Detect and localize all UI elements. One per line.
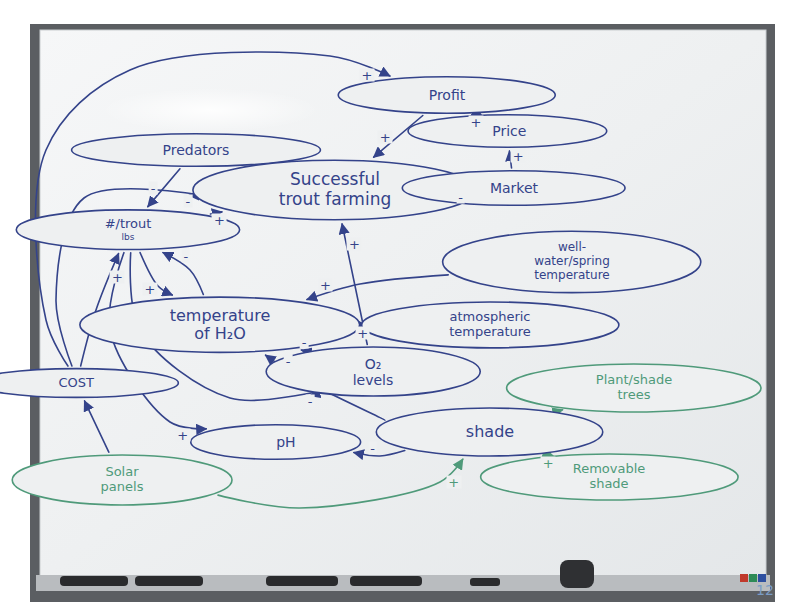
- polarity-sign: +: [359, 68, 374, 81]
- polarity-sign: +: [378, 130, 393, 143]
- node-text: Price: [492, 123, 521, 139]
- marker: [350, 576, 422, 586]
- node-text: shade: [461, 423, 519, 441]
- factor-bubble: #/troutlbs: [14, 209, 242, 250]
- marker: [470, 578, 500, 586]
- polarity-sign: +: [347, 237, 362, 250]
- bubble-ellipse: [443, 231, 701, 292]
- node-text: Removable shade: [564, 462, 653, 492]
- bubble-ellipse: [266, 347, 480, 396]
- node-text: well-water/spring temperature: [527, 241, 617, 282]
- polarity-sign: -: [368, 441, 377, 454]
- marker-cap: [749, 574, 757, 582]
- marker: [266, 576, 338, 586]
- factor-bubble: well-water/spring temperature: [440, 230, 703, 294]
- node-text: Predators: [156, 142, 237, 158]
- polarity-sign: -: [149, 182, 158, 195]
- bubble-ellipse: [72, 134, 321, 167]
- bubble-ellipse: [80, 297, 360, 352]
- effect-bubble: Price: [406, 114, 609, 148]
- node-text: atmospheric temperature: [445, 310, 534, 340]
- polarity-sign: +: [110, 270, 125, 283]
- polarity-sign: -: [184, 195, 193, 208]
- bubble-ellipse: [377, 408, 603, 456]
- factor-bubble: O₂ levels: [264, 346, 482, 397]
- polarity-sign: +: [469, 115, 484, 128]
- bubble-ellipse: [507, 364, 761, 412]
- polarity-sign: +: [446, 476, 461, 489]
- factor-bubble: COST: [0, 368, 180, 398]
- node-text: O₂ levels: [350, 356, 395, 388]
- factor-bubble: atmospheric temperature: [359, 301, 622, 349]
- node-text: Profit: [423, 87, 471, 103]
- node-text: Plant/shade trees: [591, 373, 677, 403]
- causal-arrow: [148, 169, 180, 207]
- causal-arrow: [301, 349, 303, 351]
- solution-bubble: Plant/shade trees: [504, 363, 764, 413]
- polarity-sign: +: [175, 429, 190, 442]
- causal-arrow: [354, 451, 405, 456]
- bubble-ellipse: [12, 455, 232, 505]
- marker: [135, 576, 203, 586]
- factor-bubble: shade: [374, 407, 605, 457]
- polarity-sign: +: [212, 214, 227, 227]
- glare: [100, 88, 320, 132]
- causal-arrow: [218, 459, 463, 508]
- bubble-ellipse: [408, 115, 607, 148]
- causal-arrow: [307, 275, 448, 300]
- marker-tray: [36, 575, 770, 591]
- marker-cap: [758, 574, 766, 582]
- marker-cap: [740, 574, 748, 582]
- factor-bubble: pH: [189, 424, 362, 460]
- polarity-sign: -: [456, 190, 465, 203]
- node-text: COST: [58, 376, 93, 391]
- polarity-sign: -: [284, 355, 293, 368]
- bubble-outline: [189, 424, 362, 460]
- polarity-sign: +: [355, 326, 370, 339]
- effect-bubble: Profit: [336, 76, 557, 114]
- node-text: Successful trout farming: [277, 170, 393, 209]
- polarity-sign: -: [300, 336, 309, 349]
- polarity-sign: +: [541, 456, 556, 469]
- polarity-sign: +: [318, 278, 333, 291]
- bubble-ellipse: [338, 77, 555, 113]
- node-text: Solar panels: [97, 465, 148, 495]
- node-text: #/trout: [101, 217, 156, 232]
- bubble-ellipse: [191, 425, 361, 460]
- causal-arrow: [85, 401, 109, 452]
- solution-bubble: Removable shade: [478, 453, 741, 501]
- marker: [60, 576, 128, 586]
- wall: [30, 24, 775, 602]
- node-subtext: lbs: [101, 232, 156, 242]
- polarity-sign: -: [181, 250, 190, 263]
- slide-number: 12: [756, 582, 774, 598]
- polarity-sign: -: [306, 395, 315, 408]
- polarity-sign: +: [511, 149, 526, 162]
- causal-arrow: [140, 253, 172, 295]
- node-text: temperature of H₂O: [164, 307, 276, 344]
- bubble-ellipse: [16, 210, 239, 250]
- bubble-ellipse: [403, 171, 626, 206]
- polarity-sign: +: [143, 282, 158, 295]
- solution-bubble: Solar panels: [10, 454, 234, 506]
- eraser: [560, 560, 594, 588]
- bubble-ellipse: [361, 302, 618, 348]
- bubble-ellipse: [0, 369, 178, 398]
- bubble-ellipse: [480, 454, 737, 500]
- factor-bubble: Market: [400, 170, 627, 206]
- node-text: Market: [487, 180, 541, 196]
- causal-arrow: [561, 409, 563, 411]
- factor-bubble: temperature of H₂O: [77, 296, 362, 353]
